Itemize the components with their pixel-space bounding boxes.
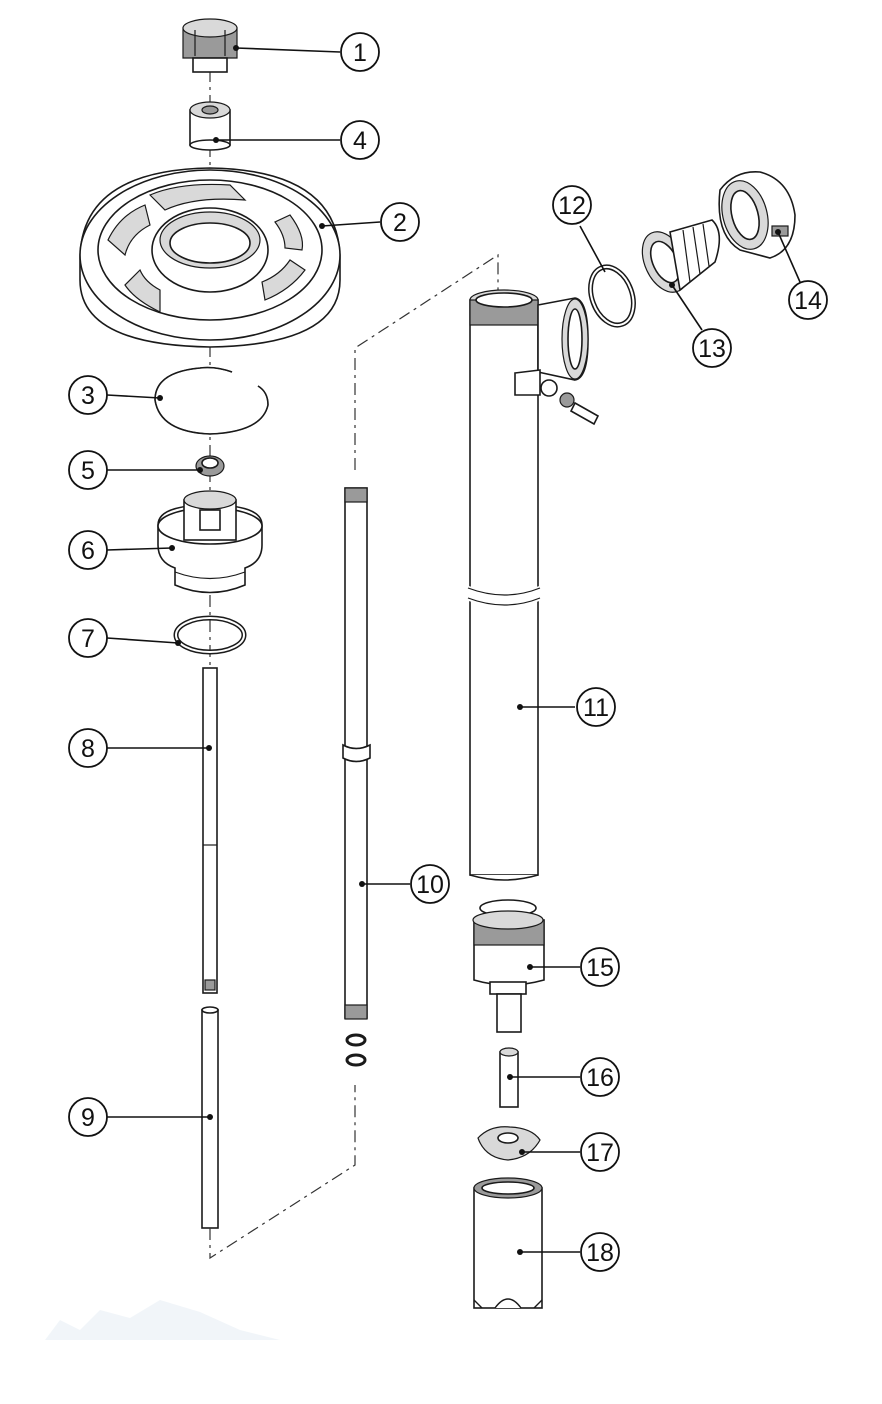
callout-1-label: 1	[353, 39, 367, 67]
callout-6-label: 6	[81, 537, 95, 565]
callout-18-label: 18	[586, 1239, 614, 1267]
callout-16-label: 16	[586, 1064, 614, 1092]
part-13-hose-barb	[641, 219, 721, 293]
part-2-handwheel	[79, 167, 341, 348]
callout-11-label: 11	[583, 694, 609, 722]
callout-14-label: 14	[794, 287, 822, 315]
part-3-retaining-ring	[154, 366, 269, 435]
callout-11: 11	[576, 687, 616, 727]
callout-17: 17	[580, 1132, 620, 1172]
part-4-bushing	[189, 101, 231, 151]
callout-18: 18	[580, 1232, 620, 1272]
callout-10-label: 10	[416, 871, 444, 899]
callout-4-label: 4	[353, 127, 367, 155]
callout-4: 4	[340, 120, 380, 160]
callout-6: 6	[68, 530, 108, 570]
callout-5-label: 5	[81, 457, 95, 485]
part-10-riser-pipe	[342, 487, 371, 1067]
callout-leaders	[106, 45, 801, 1255]
callout-12-label: 12	[558, 192, 586, 220]
callout-14: 14	[788, 280, 828, 320]
callout-13-label: 13	[698, 335, 726, 363]
callout-2: 2	[380, 202, 420, 242]
callout-9: 9	[68, 1097, 108, 1137]
callout-8-label: 8	[81, 735, 95, 763]
part-7-o-ring	[173, 615, 247, 655]
part-18-strainer	[473, 1177, 543, 1309]
callout-8: 8	[68, 728, 108, 768]
callout-16: 16	[580, 1057, 620, 1097]
part-8-shaft	[202, 667, 218, 994]
part-17-valve-disc	[477, 1126, 541, 1161]
callout-2-label: 2	[393, 209, 407, 237]
callout-3: 3	[68, 375, 108, 415]
part-12-gasket	[588, 264, 636, 328]
callout-10: 10	[410, 864, 450, 904]
part-1-nut	[182, 18, 238, 73]
callout-15-label: 15	[586, 954, 614, 982]
part-6-bearing-housing	[157, 490, 263, 594]
callout-7: 7	[68, 618, 108, 658]
part-15-valve-body	[472, 899, 545, 1033]
callout-5: 5	[68, 450, 108, 490]
callout-13: 13	[692, 328, 732, 368]
callout-9-label: 9	[81, 1104, 95, 1132]
callout-17-label: 17	[586, 1139, 614, 1167]
callout-7-label: 7	[81, 625, 95, 653]
callout-3-label: 3	[81, 382, 95, 410]
callout-1: 1	[340, 32, 380, 72]
callout-15: 15	[580, 947, 620, 987]
part-14-coupling-nut	[718, 171, 796, 259]
part-5-small-nut	[195, 455, 225, 477]
part-11-pump-tube	[466, 289, 600, 881]
callout-12: 12	[552, 185, 592, 225]
